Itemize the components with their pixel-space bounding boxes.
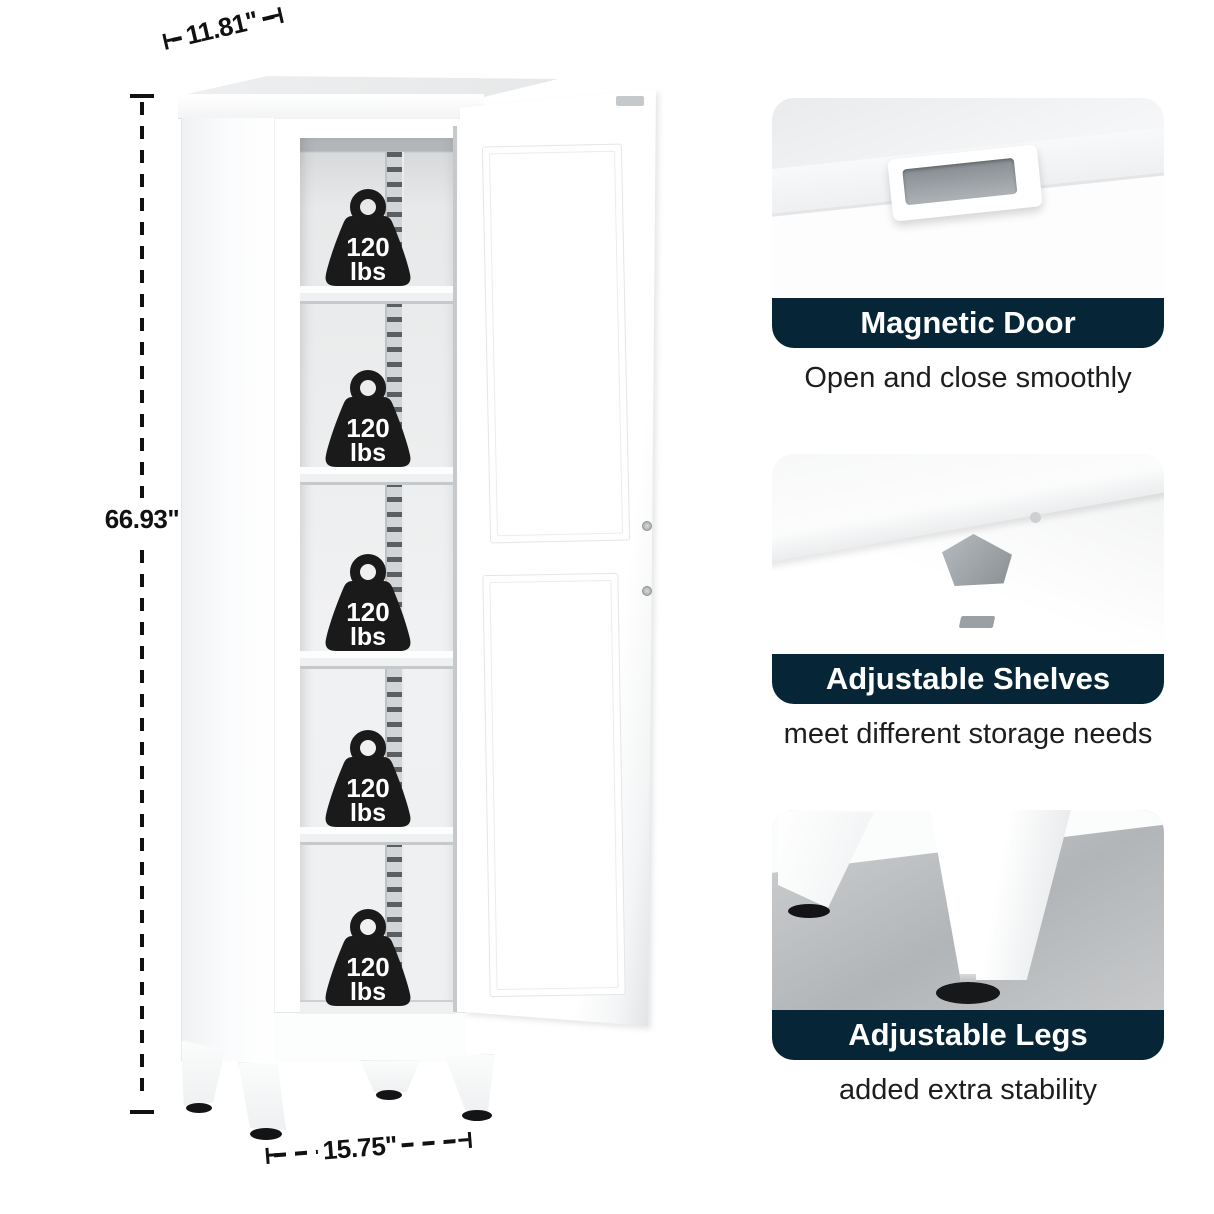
svg-text:120: 120 — [346, 413, 389, 443]
shelf — [300, 651, 456, 669]
dimension-dashed-line — [140, 550, 144, 1102]
dimension-dashed-line — [401, 1137, 464, 1147]
handle-recess — [902, 157, 1018, 206]
adjustable-foot — [462, 1110, 492, 1121]
adjustable-legs-photo — [772, 810, 1164, 1010]
door-recessed-panel-top — [481, 143, 631, 544]
feature-card-adjustable-shelves: Adjustable Shelves meet different storag… — [772, 454, 1164, 751]
shelf-screw — [1030, 512, 1041, 523]
shelf-support-clip — [942, 534, 1012, 586]
dimension-dashed-line — [273, 1149, 318, 1157]
adjustable-shelves-photo — [772, 454, 1164, 654]
cabinet-leg — [181, 1040, 226, 1106]
door-hinge-line — [453, 126, 457, 1012]
dimension-tick — [265, 1147, 270, 1164]
width-dimension-label: 15.75" — [321, 1129, 399, 1166]
dimension-cap — [130, 94, 154, 98]
cabinet-bottom-panel — [274, 1012, 466, 1062]
feature-card-magnetic-door: Magnetic Door Open and close smoothly — [772, 98, 1164, 395]
kettlebell-weight-icon: 120 lbs — [325, 730, 411, 827]
shelf — [300, 827, 456, 845]
dimension-dashed-line — [140, 102, 144, 502]
kettlebell-weight-icon: 120 lbs — [325, 370, 411, 467]
corner-foot — [788, 904, 830, 918]
svg-text:lbs: lbs — [350, 623, 386, 651]
svg-text:lbs: lbs — [350, 258, 386, 286]
dimension-tick — [468, 1131, 473, 1148]
weight-capacity-icon: 120 lbs — [323, 553, 413, 653]
feature-banner: Adjustable Shelves — [772, 654, 1164, 704]
width-dimension: 15.75" — [265, 1124, 473, 1171]
depth-dimension-label: 11.81" — [182, 4, 261, 51]
svg-text:120: 120 — [346, 773, 389, 803]
shelf — [300, 286, 456, 304]
kettlebell-weight-icon: 120 lbs — [325, 554, 411, 651]
height-dimension-label: 66.93" — [100, 498, 184, 541]
kettlebell-weight-icon: 120 lbs — [325, 909, 411, 1006]
cabinet-left-side-panel — [181, 118, 275, 1061]
svg-text:120: 120 — [346, 232, 389, 262]
cabinet-top-front-edge — [178, 94, 484, 119]
dimension-tick — [162, 33, 169, 50]
weight-capacity-icon: 120 lbs — [323, 908, 413, 1008]
cabinet-door-open — [458, 84, 660, 1028]
shelf-adjustment-slot — [958, 616, 996, 628]
svg-text:120: 120 — [346, 952, 389, 982]
cabinet-leg — [445, 1054, 495, 1114]
door-screw — [642, 521, 652, 531]
kettlebell-weight-icon: 120 lbs — [325, 189, 411, 286]
door-recessed-panel-bottom — [482, 572, 626, 998]
dimension-cap — [130, 1110, 154, 1114]
door-screw — [642, 586, 652, 596]
depth-dimension: 11.81" — [161, 0, 286, 57]
adjustable-foot — [936, 982, 1000, 1004]
cabinet-leg — [359, 1060, 421, 1092]
svg-text:lbs: lbs — [350, 439, 386, 467]
adjustable-foot — [250, 1128, 282, 1140]
height-dimension: 66.93" — [100, 94, 184, 1114]
weight-capacity-icon: 120 lbs — [323, 188, 413, 288]
feature-caption: meet different storage needs — [783, 718, 1153, 750]
svg-text:120: 120 — [346, 597, 389, 627]
feature-title: Magnetic Door — [860, 305, 1076, 340]
door-handle — [616, 96, 644, 106]
feature-banner: Adjustable Legs — [772, 1010, 1164, 1060]
weight-capacity-icon: 120 lbs — [323, 729, 413, 829]
feature-title: Adjustable Legs — [848, 1017, 1088, 1052]
feature-title: Adjustable Shelves — [825, 661, 1111, 696]
adjustable-foot — [376, 1090, 402, 1100]
adjustable-foot — [186, 1103, 212, 1113]
weight-capacity-icon: 120 lbs — [323, 369, 413, 469]
shelf — [300, 467, 456, 485]
svg-text:lbs: lbs — [350, 799, 386, 827]
feature-caption: added extra stability — [839, 1074, 1097, 1106]
feature-caption: Open and close smoothly — [804, 362, 1132, 394]
cabinet-top-surface — [178, 76, 558, 97]
cabinet-leg — [238, 1062, 286, 1130]
feature-banner: Magnetic Door — [772, 298, 1164, 348]
svg-text:lbs: lbs — [350, 978, 386, 1006]
dimension-tick — [277, 6, 284, 23]
magnetic-door-photo — [772, 98, 1164, 298]
feature-card-adjustable-legs: Adjustable Legs added extra stability — [772, 810, 1164, 1107]
